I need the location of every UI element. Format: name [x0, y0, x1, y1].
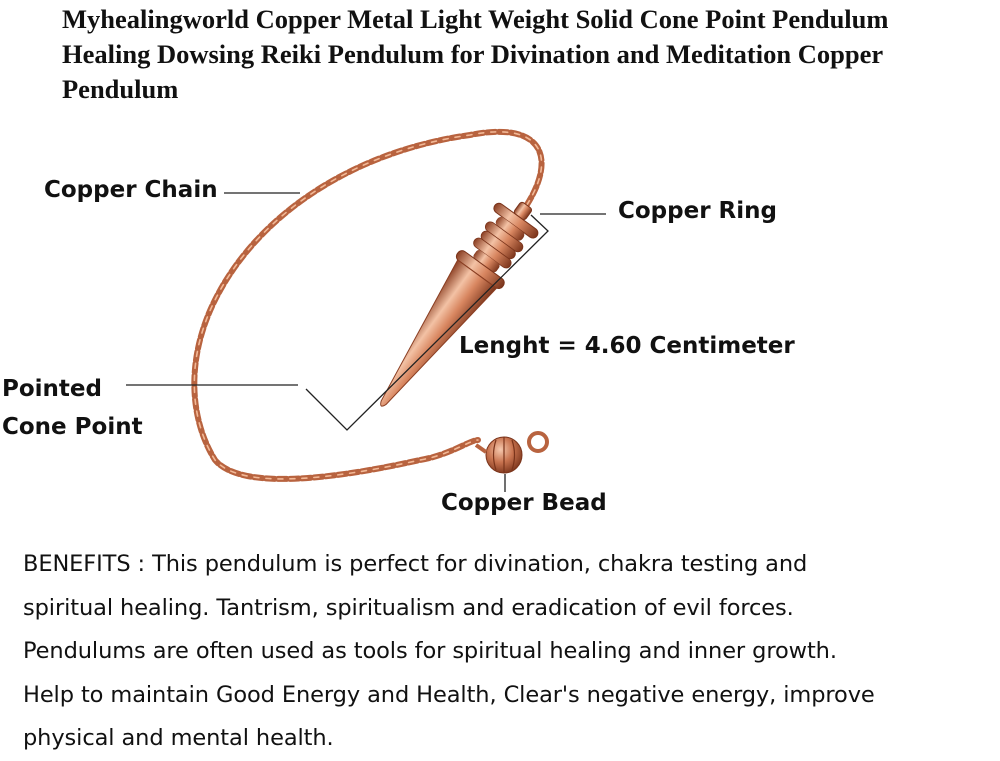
cone-point-label: Pointed Cone Point	[2, 370, 143, 446]
length-dimension-line	[305, 214, 549, 431]
benefits-line: spiritual healing. Tantrism, spiritualis…	[23, 594, 794, 621]
copper-ring-label: Copper Ring	[618, 198, 777, 224]
cone-point-label-line1: Pointed	[2, 376, 102, 402]
cone-point-label-line2: Cone Point	[2, 414, 143, 440]
pendulum-illustration	[126, 128, 606, 492]
benefits-text: BENEFITS : This pendulum is perfect for …	[23, 543, 998, 761]
copper-chain-label: Copper Chain	[44, 177, 218, 203]
copper-bead-label: Copper Bead	[441, 490, 607, 516]
copper-chain	[191, 128, 545, 482]
product-title: Myhealingworld Copper Metal Light Weight…	[62, 4, 889, 104]
benefits-line: BENEFITS : This pendulum is perfect for …	[23, 551, 808, 577]
benefits-line: physical and mental health.	[23, 725, 334, 751]
copper-bead	[474, 431, 549, 474]
benefits-line: Pendulums are often used as tools for sp…	[23, 638, 837, 664]
benefits-line: Help to maintain Good Energy and Health,…	[23, 681, 875, 708]
length-label: Lenght = 4.60 Centimeter	[459, 333, 795, 359]
pendulum-cone	[380, 201, 539, 407]
